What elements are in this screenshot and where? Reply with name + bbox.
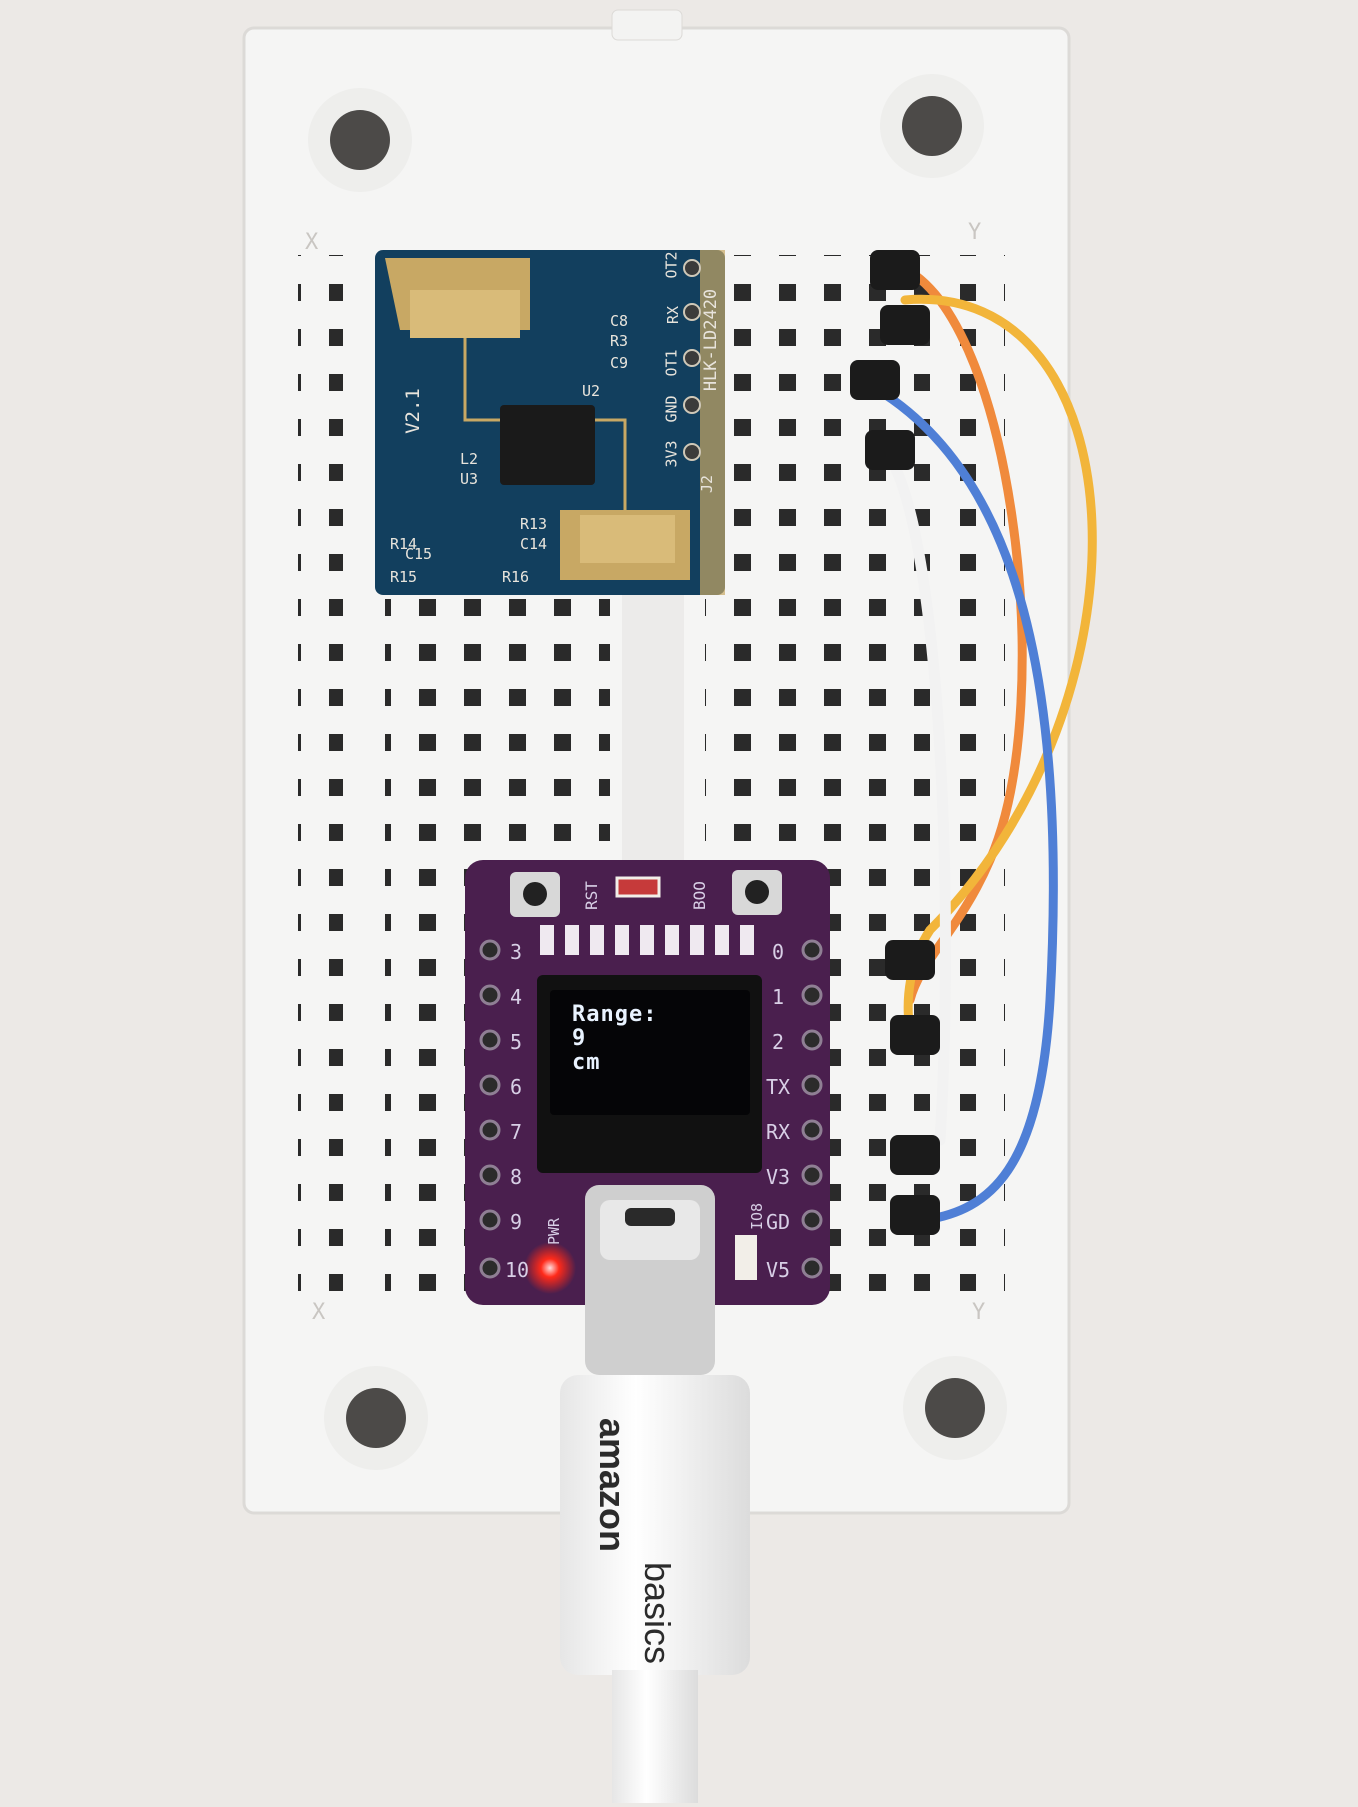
wire-blue	[865, 380, 1058, 1225]
radar-module	[375, 250, 725, 595]
pin-label-6: 6	[510, 1075, 523, 1099]
row-letter-x-bottom: X	[312, 1300, 326, 1325]
component-c14: C14	[520, 535, 548, 553]
radar-pin-ot1: OT1	[662, 349, 681, 377]
cable-brand-amazon: amazon	[592, 1418, 633, 1553]
component-r14: R14	[390, 535, 418, 553]
component-u3: U3	[460, 470, 479, 488]
pin-label-3: 3	[510, 940, 523, 964]
component-j2: J2	[698, 474, 717, 494]
radar-pin-ot2: OT2	[662, 251, 681, 279]
pwr-label: PWR	[545, 1217, 563, 1245]
radar-pin-3v3: 3V3	[662, 440, 681, 468]
boot-label: BOO	[690, 881, 709, 910]
mounting-holes	[308, 74, 1007, 1470]
wire-white	[879, 444, 951, 1146]
radar-version-label: V2.1	[401, 388, 424, 434]
component-c8: C8	[610, 312, 629, 330]
component-r16: R16	[502, 568, 530, 586]
cable-brand-basics: basics	[637, 1562, 678, 1665]
pin-label-v3: V3	[766, 1165, 791, 1189]
component-l2: L2	[460, 450, 479, 468]
pin-label-9: 9	[510, 1210, 523, 1234]
row-letter-y-top: Y	[968, 220, 982, 245]
pin-label-gd: GD	[766, 1210, 791, 1234]
pin-label-10: 10	[505, 1258, 530, 1282]
component-r13: R13	[520, 515, 548, 533]
usb-cable	[560, 1185, 750, 1803]
pin-label-1: 1	[772, 985, 785, 1009]
pin-label-5: 5	[510, 1030, 523, 1054]
pin-label-v5: V5	[766, 1258, 791, 1282]
component-r15: R15	[390, 568, 418, 586]
radar-pin-gnd: GND	[662, 395, 681, 423]
pin-label-0: 0	[772, 940, 785, 964]
component-u2: U2	[582, 382, 601, 400]
radar-pin-rx: RX	[664, 305, 683, 325]
component-r3: R3	[610, 332, 629, 350]
rst-label: RST	[582, 881, 601, 910]
component-c15: C15	[405, 545, 433, 563]
oled-display: Range: 9 cm	[550, 990, 750, 1115]
pin-label-7: 7	[510, 1120, 523, 1144]
radar-model-label: HLK-LD2420	[701, 288, 722, 392]
pin-label-8: 8	[510, 1165, 523, 1189]
pin-label-rx: RX	[766, 1120, 791, 1144]
component-c9: C9	[610, 354, 629, 372]
row-letter-x-top: X	[305, 230, 319, 255]
pin-label-tx: TX	[766, 1075, 791, 1099]
display-range-value: 9	[572, 1026, 587, 1051]
jumper-wires	[850, 250, 1097, 1235]
power-led	[524, 1242, 576, 1294]
display-range-label: Range:	[572, 1002, 658, 1027]
display-range-unit: cm	[572, 1050, 601, 1075]
row-letter-y-bottom: Y	[972, 1300, 986, 1325]
pin-label-2: 2	[772, 1030, 785, 1054]
io8-label: IO8	[748, 1202, 766, 1230]
pin-label-4: 4	[510, 985, 523, 1009]
